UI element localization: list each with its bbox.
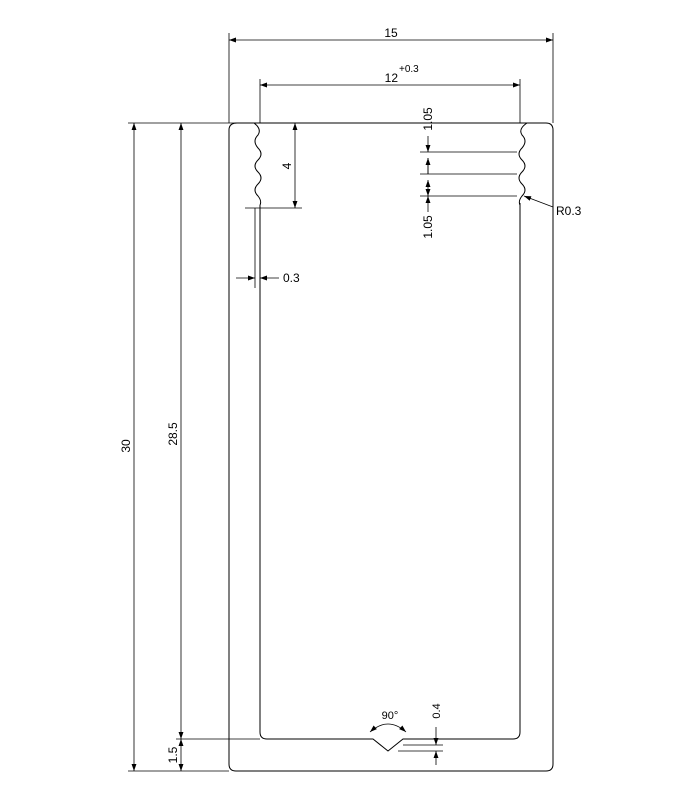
dim-notch-angle: 90° [382,710,399,722]
dim-overall-width: 15 [384,26,398,40]
dim-pitch-upper: 1.05 [421,107,435,131]
dim-notch-depth: 0.4 [431,703,443,718]
dim-inner-width-tolerance: +0.3 [399,64,419,75]
dim-bottom-offset: 1.5 [166,746,180,763]
dim-serration-length: 4 [280,162,294,169]
dim-wall-thickness: 0.3 [283,271,300,285]
dim-overall-height: 30 [119,439,133,453]
dim-radius: R0.3 [556,204,582,218]
inner-outline [259,203,521,752]
dim-inner-width: 12 [385,71,399,85]
dim-pitch-lower: 1.05 [421,215,435,239]
outer-outline [228,122,554,772]
right-serrated-edge [518,122,528,206]
dim-inner-height: 28.5 [166,422,180,446]
left-serrated-edge [253,122,262,206]
